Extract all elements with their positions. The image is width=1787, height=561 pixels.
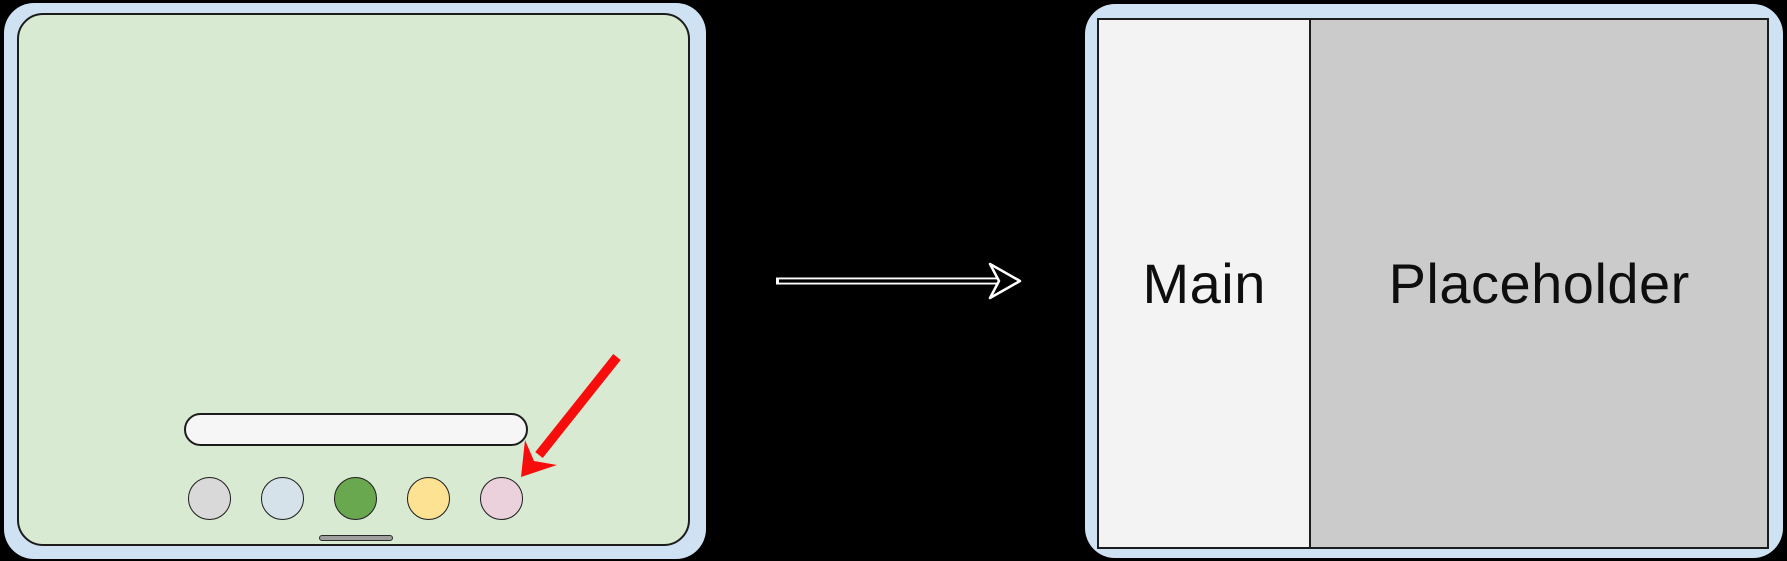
dock-icon-gray bbox=[188, 477, 231, 520]
transition-arrow-icon bbox=[776, 262, 1022, 300]
placeholder-panel: Placeholder bbox=[1311, 20, 1767, 547]
tablet-split-layout-mockup: Main Placeholder bbox=[1085, 4, 1783, 558]
dock-icon-yellow bbox=[407, 477, 450, 520]
home-screen bbox=[17, 13, 690, 546]
search-pill bbox=[184, 413, 528, 446]
dock-icon-blue bbox=[261, 477, 304, 520]
dock bbox=[188, 477, 523, 520]
tablet-home-screen-mockup bbox=[4, 3, 706, 559]
dock-icon-pink bbox=[480, 477, 523, 520]
home-indicator-bar bbox=[319, 535, 393, 541]
main-panel-label: Main bbox=[1142, 252, 1266, 315]
dock-icon-green bbox=[334, 477, 377, 520]
placeholder-panel-label: Placeholder bbox=[1388, 252, 1690, 315]
split-layout: Main Placeholder bbox=[1097, 18, 1769, 549]
main-panel: Main bbox=[1099, 20, 1312, 547]
